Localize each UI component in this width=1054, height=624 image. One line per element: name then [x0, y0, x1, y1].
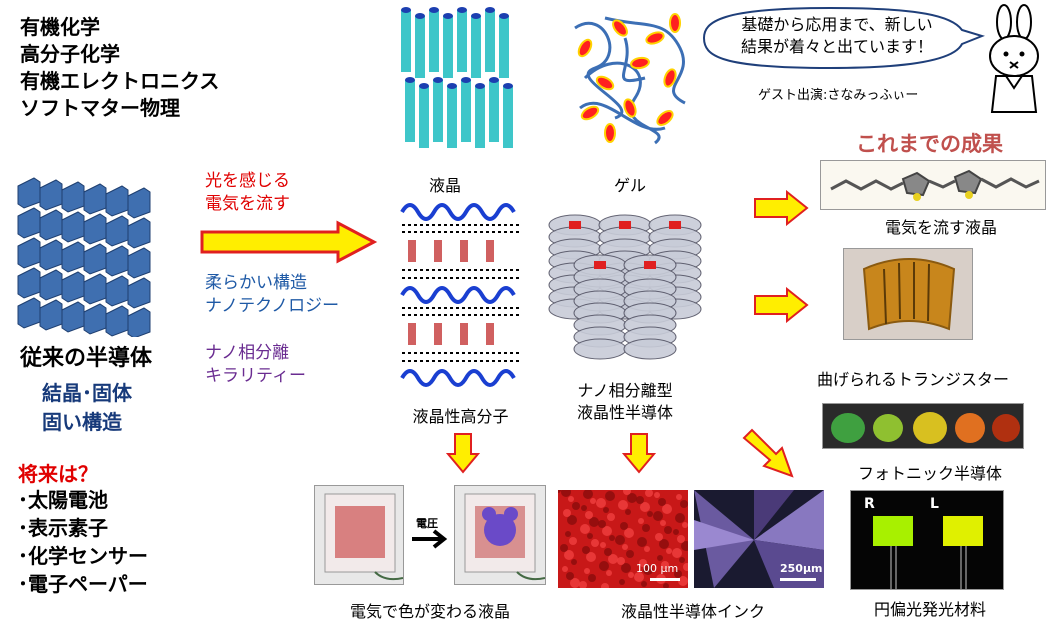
- soft-structure-text: 柔らかい構造 ナノテクノロジー: [205, 272, 339, 318]
- lc-polymer-illustration: [400, 203, 520, 387]
- cp-label: 円偏光発光材料: [873, 600, 986, 619]
- speech-text: 基礎から応用まで、新しい 結果が着々と出ています！: [712, 14, 962, 58]
- scale-bar-label: 250μm: [780, 562, 823, 575]
- future-item: ･化学センサー: [18, 544, 148, 568]
- photonic-image: [822, 403, 1024, 449]
- arrow-diagonal-icon: [742, 428, 794, 478]
- nano-sc-label: ナノ相分離型 液晶性半導体: [560, 380, 690, 424]
- molecule-image: [820, 160, 1046, 210]
- gel-illustration: [574, 13, 686, 145]
- cp-r-label: R: [864, 496, 875, 512]
- conducting-lc-label: 電気を流す液晶: [884, 218, 997, 237]
- gel-label: ゲル: [613, 176, 646, 195]
- liquid-crystal-illustration: [401, 7, 513, 148]
- future-item: ･表示素子: [18, 516, 108, 540]
- nano-text: ナノ相分離 キラリティー: [205, 342, 306, 388]
- conventional-line: 結晶･固体: [42, 381, 132, 405]
- ink-texture-purple-image: [694, 490, 824, 588]
- nano-sc-line: ナノ相分離型: [577, 381, 673, 400]
- nano-phase-illustration: [548, 214, 702, 360]
- soft-line: ナノテクノロジー: [205, 296, 340, 316]
- big-arrow-icon: [200, 220, 378, 264]
- color-change-label: 電気で色が変わる液晶: [349, 602, 510, 621]
- field-list: 有機化学 高分子化学 有機エレクトロニクス ソフトマター物理: [20, 14, 219, 122]
- circular-polarized-image: [850, 490, 1004, 590]
- future-item: ･電子ペーパー: [18, 572, 148, 596]
- photonic-label: フォトニック半導体: [857, 464, 1002, 483]
- results-heading: これまでの成果: [856, 132, 1003, 156]
- speech-bubble: [702, 6, 985, 70]
- crystal-stack-illustration: [17, 177, 151, 337]
- liquid-crystal-label: 液晶: [428, 176, 461, 195]
- speech-line: 基礎から応用まで、新しい: [741, 15, 933, 34]
- arrow-down-icon: [622, 433, 656, 474]
- future-title: 将来は？: [18, 462, 98, 486]
- flexible-transistor-image: [843, 248, 973, 340]
- soft-line: 柔らかい構造: [205, 273, 307, 293]
- lc-polymer-label: 液晶性高分子: [412, 407, 509, 426]
- guest-credit: ゲスト出演:さなみっふぃー: [758, 88, 919, 103]
- conventional-title: 従来の半導体: [20, 346, 153, 371]
- lc-cell-before-image: [314, 485, 404, 585]
- cp-l-label: L: [930, 496, 939, 512]
- future-list: ･太陽電池 ･表示素子 ･化学センサー ･電子ペーパー: [18, 486, 148, 598]
- nano-line: ナノ相分離: [205, 343, 290, 363]
- conventional-line: 固い構造: [42, 410, 122, 434]
- arrow-label-line: 電気を流す: [205, 194, 290, 214]
- arrow-down-icon: [446, 433, 480, 474]
- arrow-label-line: 光を感じる: [205, 171, 290, 191]
- nano-line: キラリティー: [205, 366, 306, 386]
- ink-label: 液晶性半導体インク: [620, 602, 765, 621]
- nano-sc-line: 液晶性半導体: [576, 403, 673, 422]
- bunny-mascot-icon: [989, 4, 1039, 113]
- ink-texture-red-image: [558, 490, 688, 588]
- field-item: 有機化学: [20, 15, 100, 39]
- lc-cell-after-image: [454, 485, 546, 585]
- speech-line: 結果が着々と出ています！: [740, 37, 933, 56]
- arrow-right-icon: [754, 190, 809, 226]
- voltage-arrow-icon: [412, 529, 448, 549]
- arrow-right-icon: [754, 287, 809, 323]
- field-item: 有機エレクトロニクス: [20, 69, 220, 93]
- future-item: ･太陽電池: [18, 488, 108, 512]
- field-item: ソフトマター物理: [20, 96, 180, 120]
- flex-transistor-label: 曲げられるトランジスター: [816, 370, 1009, 389]
- voltage-label: 電圧: [416, 517, 438, 530]
- field-item: 高分子化学: [20, 42, 120, 66]
- scale-bar-label: 100 μm: [636, 562, 679, 575]
- arrow-label: 光を感じる 電気を流す: [205, 170, 290, 216]
